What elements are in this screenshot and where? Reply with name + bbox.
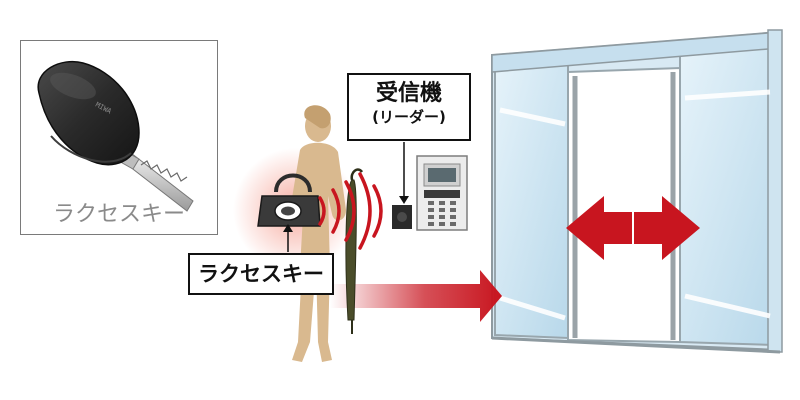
signal-waves-icon xyxy=(318,172,383,250)
key-callout-label: ラクセスキー xyxy=(188,253,334,295)
automatic-door-icon xyxy=(491,29,783,354)
approach-arrow-icon xyxy=(330,270,502,322)
key-fob-icon: MIWA xyxy=(37,60,194,212)
door-open-arrows-icon xyxy=(566,196,700,260)
receiver-leader-arrowhead xyxy=(399,196,409,204)
card-reader-icon xyxy=(392,205,412,229)
key-leader-arrowhead xyxy=(283,224,293,232)
receiver-subtitle: (リーダー) xyxy=(372,108,446,126)
umbrella-icon xyxy=(345,168,364,334)
intercom-panel-icon xyxy=(416,155,468,231)
receiver-callout: 受信機 (リーダー) xyxy=(347,73,471,141)
handbag-icon xyxy=(257,173,321,227)
key-photo-box: MIWA ラクセスキー xyxy=(20,40,218,235)
receiver-title: 受信機 xyxy=(375,81,442,106)
key-photo-caption: ラクセスキー xyxy=(52,202,185,227)
